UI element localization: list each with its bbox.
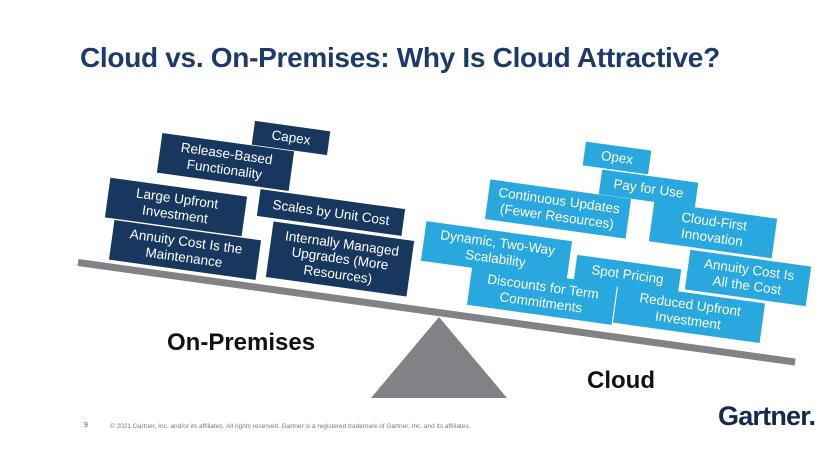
cloud-box-opex: Opex <box>582 141 652 175</box>
on-premises-label: On-Premises <box>167 329 316 356</box>
seesaw-fulcrum-triangle <box>371 317 507 398</box>
cloud-box-cloud-first-innovation: Cloud-First Innovation <box>648 201 778 259</box>
page-number: 9 <box>84 422 88 429</box>
slide-footer: 9 © 2021 Gartner, Inc. and/or its affili… <box>0 422 825 434</box>
gartner-logo: Gartner. <box>718 401 816 431</box>
copyright-text: © 2021 Gartner, Inc. and/or its affiliat… <box>110 423 471 430</box>
slide-title: Cloud vs. On-Premises: Why Is Cloud Attr… <box>80 42 720 73</box>
cloud-label: Cloud <box>587 367 655 394</box>
